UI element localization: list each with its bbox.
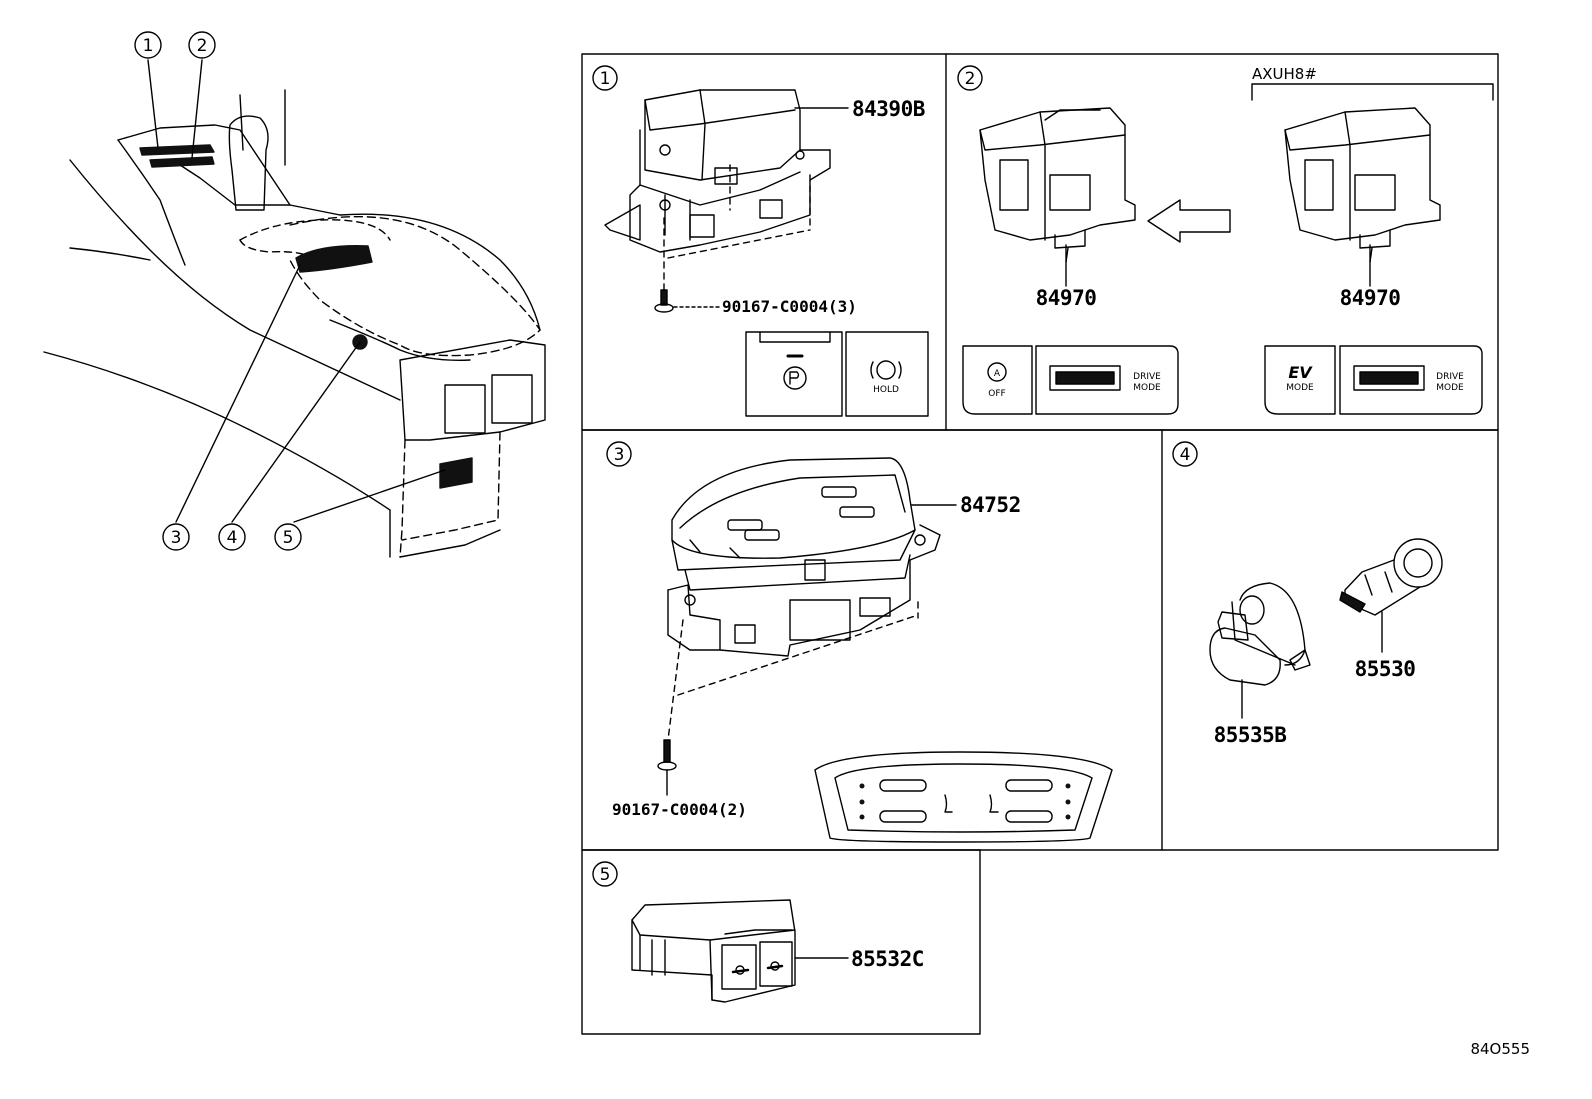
- part-90167-C0004-2: 90167-C0004(2): [612, 800, 747, 819]
- part-85532C: 85532C: [851, 947, 924, 971]
- drive-mode-switch-assy: [962, 83, 1494, 415]
- variant-axuh8: AXUH8#: [1252, 65, 1317, 83]
- panel-5-number: 5: [600, 865, 611, 885]
- callout-4: 4: [227, 528, 238, 548]
- mode-label-left: MODE: [1133, 383, 1161, 393]
- power-socket-assy: [1209, 538, 1443, 719]
- drive-label-left: DRIVE: [1133, 372, 1161, 382]
- panel-4-number: 4: [1180, 445, 1191, 465]
- illustration-id: 84O555: [1470, 1040, 1530, 1058]
- panel-1-number: 1: [600, 69, 611, 89]
- panel-2-number: 2: [965, 69, 976, 89]
- part-84970-right: 84970: [1340, 286, 1401, 310]
- ev-mode-label: MODE: [1286, 383, 1314, 393]
- auto-hold-a-label: A: [994, 369, 1001, 379]
- drive-label-right: DRIVE: [1436, 372, 1464, 382]
- part-90167-C0004-3: 90167-C0004(3): [722, 297, 857, 316]
- part-84752: 84752: [960, 493, 1021, 517]
- callout-5: 5: [283, 528, 294, 548]
- console-overview: [43, 31, 546, 558]
- parking-brake-switch-assy: [604, 89, 929, 417]
- part-84970-left: 84970: [1036, 286, 1097, 310]
- part-85530: 85530: [1355, 657, 1416, 681]
- part-84390B: 84390B: [852, 97, 925, 121]
- seat-heater-panel-assy: [657, 457, 1113, 843]
- off-label: OFF: [988, 389, 1005, 399]
- mode-label-right: MODE: [1436, 383, 1464, 393]
- callout-3: 3: [171, 528, 182, 548]
- panel-3-number: 3: [614, 445, 625, 465]
- hold-label: HOLD: [873, 385, 899, 395]
- part-85535B: 85535B: [1214, 723, 1287, 747]
- callout-1: 1: [143, 36, 154, 56]
- callout-2: 2: [197, 36, 208, 56]
- panel-frames: [581, 53, 1499, 1035]
- rear-switch-assy: [631, 899, 849, 1003]
- ev-label: EV: [1288, 363, 1313, 382]
